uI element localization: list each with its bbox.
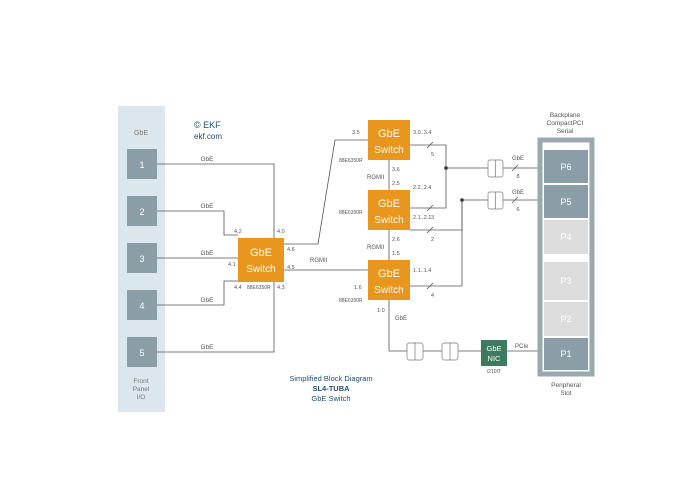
switch-middle-chip: 88E6350R [339, 210, 363, 216]
port-label: 2.1..2.1 [413, 215, 431, 221]
switch-left: GbE Switch [238, 238, 284, 282]
bus-count: 4 [431, 293, 434, 299]
front-link-label-1: GbE [200, 156, 214, 163]
slot-p3: P3 [544, 262, 588, 300]
slot-label: P3 [560, 276, 571, 286]
front-panel-footer-3: I/O [137, 394, 146, 401]
nic-bus-label: GbE [395, 316, 407, 322]
connector-magnetics [406, 159, 504, 361]
nic-pcie-label: PCIe [515, 344, 529, 350]
front-port-label: 4 [139, 301, 144, 311]
bus-count: 2 [431, 237, 434, 243]
front-port-label: 1 [139, 160, 144, 170]
front-link-label-2: GbE [200, 203, 214, 210]
switch-middle: GbE Switch [368, 190, 410, 230]
switch-bottom: GbE Switch [368, 260, 410, 300]
backplane-footer-1: Peripheral [551, 382, 581, 389]
front-port-label: 2 [139, 207, 144, 217]
switch-left-subtitle: Switch [246, 264, 275, 275]
front-port-4: 4 [127, 290, 157, 320]
nic-subtitle: NIC [488, 354, 502, 363]
backplane-header-2: CompactPCI [547, 120, 584, 127]
switch-left-title: GbE [250, 247, 272, 259]
p5-count: 6 [516, 207, 519, 213]
backplane-header-3: Serial [557, 128, 574, 135]
nic-block: GbE NIC [481, 340, 507, 366]
port-label: 2.5 [392, 181, 400, 187]
front-panel-footer-1: Front [133, 378, 148, 385]
switch-bottom-subtitle: Switch [374, 285, 403, 296]
slot-p2: P2 [544, 302, 588, 336]
caption-line-3: GbE Switch [311, 394, 350, 403]
port-label: 4.4 [234, 285, 242, 291]
port-label: 4.3 [277, 285, 285, 291]
slot-p1: P1 [544, 338, 588, 370]
slot-p4: P4 [544, 220, 588, 254]
junction-dot [444, 166, 448, 170]
switch-middle-title: GbE [378, 198, 400, 210]
front-port-label: 3 [139, 254, 144, 264]
port-label: 3.5 [352, 130, 360, 136]
switch-bottom-title: GbE [378, 268, 400, 280]
slot-label: P5 [560, 197, 571, 207]
front-panel-footer-2: Panel [133, 386, 150, 393]
p5-link-label: GbE [512, 190, 524, 196]
port-label: 1.5 [392, 251, 400, 257]
caption-line-1: Simplified Block Diagram [289, 374, 372, 383]
front-port-5: 5 [127, 337, 157, 367]
backplane-footer-2: Slot [560, 390, 571, 397]
logo-url: ekf.com [194, 132, 222, 141]
logo-copyright: © EKF [194, 120, 221, 130]
slot-p5: P5 [544, 185, 588, 218]
nic-title: GbE [486, 344, 501, 353]
port-label: 4.2 [234, 229, 242, 235]
caption-line-2: SL4-TUBA [312, 384, 350, 393]
rgmii-label: RGMII [367, 245, 385, 251]
front-port-3: 3 [127, 243, 157, 273]
slot-label: P1 [560, 349, 571, 359]
switch-top: GbE Switch [368, 120, 410, 160]
port-label: 4.6 [287, 247, 295, 253]
bus-count: 5 [431, 152, 434, 158]
port-label: 2.6 [392, 237, 400, 243]
front-port-2: 2 [127, 196, 157, 226]
port-label: 3.0..3.4 [413, 130, 431, 136]
switch-top-chip: 88E6350R [339, 158, 363, 164]
junction-dot [460, 198, 464, 202]
port-label: 4.5 [287, 265, 295, 271]
port-label: 4.1 [228, 262, 236, 268]
bus-slashes [426, 141, 519, 290]
front-port-label: 5 [139, 348, 144, 358]
slot-p6: P6 [544, 150, 588, 183]
slot-label: P4 [560, 232, 571, 242]
front-port-1: 1 [127, 149, 157, 179]
slot-label: P6 [560, 162, 571, 172]
nic-chip: i210IT [487, 369, 501, 375]
switch-top-title: GbE [378, 128, 400, 140]
switch-left-chip: 88E6350R [247, 285, 271, 291]
front-link-label-3: GbE [200, 250, 214, 257]
port-label: 1.1..1.4 [413, 268, 431, 274]
front-panel-title: GbE [134, 130, 148, 137]
slot-label: P2 [560, 314, 571, 324]
port-label: 2.2..2.4 [413, 185, 431, 191]
switch-top-subtitle: Switch [374, 145, 403, 156]
front-link-label-5: GbE [200, 344, 214, 351]
wires-switch-fabric [284, 139, 540, 352]
front-link-label-4: GbE [200, 297, 214, 304]
bus-count: 3 [431, 215, 434, 221]
wires-front-to-switch [157, 163, 275, 353]
switch-bottom-chip: 88E6350R [339, 298, 363, 304]
rgmii-label: RGMII [310, 258, 328, 264]
port-label: 4.0 [277, 229, 285, 235]
p6-count: 8 [516, 174, 519, 180]
switch-middle-subtitle: Switch [374, 215, 403, 226]
rgmii-label: RGMII [367, 175, 385, 181]
backplane-header-1: Backplane [550, 112, 581, 119]
port-label: 1.0 [377, 308, 385, 314]
port-label: 1.6 [354, 285, 362, 291]
p6-link-label: GbE [512, 156, 524, 162]
port-label: 3.6 [392, 167, 400, 173]
